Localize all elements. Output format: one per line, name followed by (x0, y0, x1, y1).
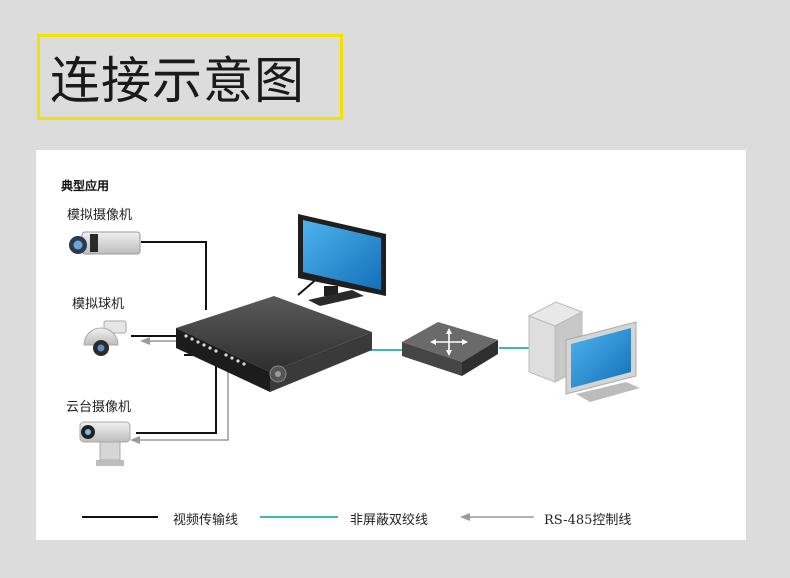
ptz-camera-label: 云台摄像机 (66, 400, 132, 415)
diagram-canvas (69, 214, 640, 521)
analog-dome-label: 模拟球机 (72, 297, 125, 312)
title-frame: 连接示意图 (37, 34, 343, 120)
utp-cables (368, 347, 529, 351)
rs485-arrowheads (130, 337, 150, 444)
analog-dome-icon (83, 320, 127, 356)
legend-video-label: 视频传输线 (173, 513, 239, 528)
ptz-camera-icon (79, 421, 131, 466)
network-switch-icon (402, 322, 498, 376)
legend-lines (82, 513, 534, 521)
connection-diagram: 典型应用 模拟摄像机 模拟球机 云台摄像机 视频传输线 非屏蔽双绞线 RS-48… (36, 150, 746, 540)
page-title: 连接示意图 (50, 52, 305, 110)
analog-camera-icon (69, 231, 141, 255)
analog-camera-label: 模拟摄像机 (67, 208, 133, 223)
legend-utp-label: 非屏蔽双绞线 (350, 513, 429, 528)
section-label: 典型应用 (61, 179, 110, 193)
dvr-recorder-icon (176, 296, 372, 392)
pc-workstation-icon (527, 301, 640, 402)
legend-rs485-label: RS-485控制线 (544, 513, 632, 528)
monitor-icon (298, 214, 386, 306)
